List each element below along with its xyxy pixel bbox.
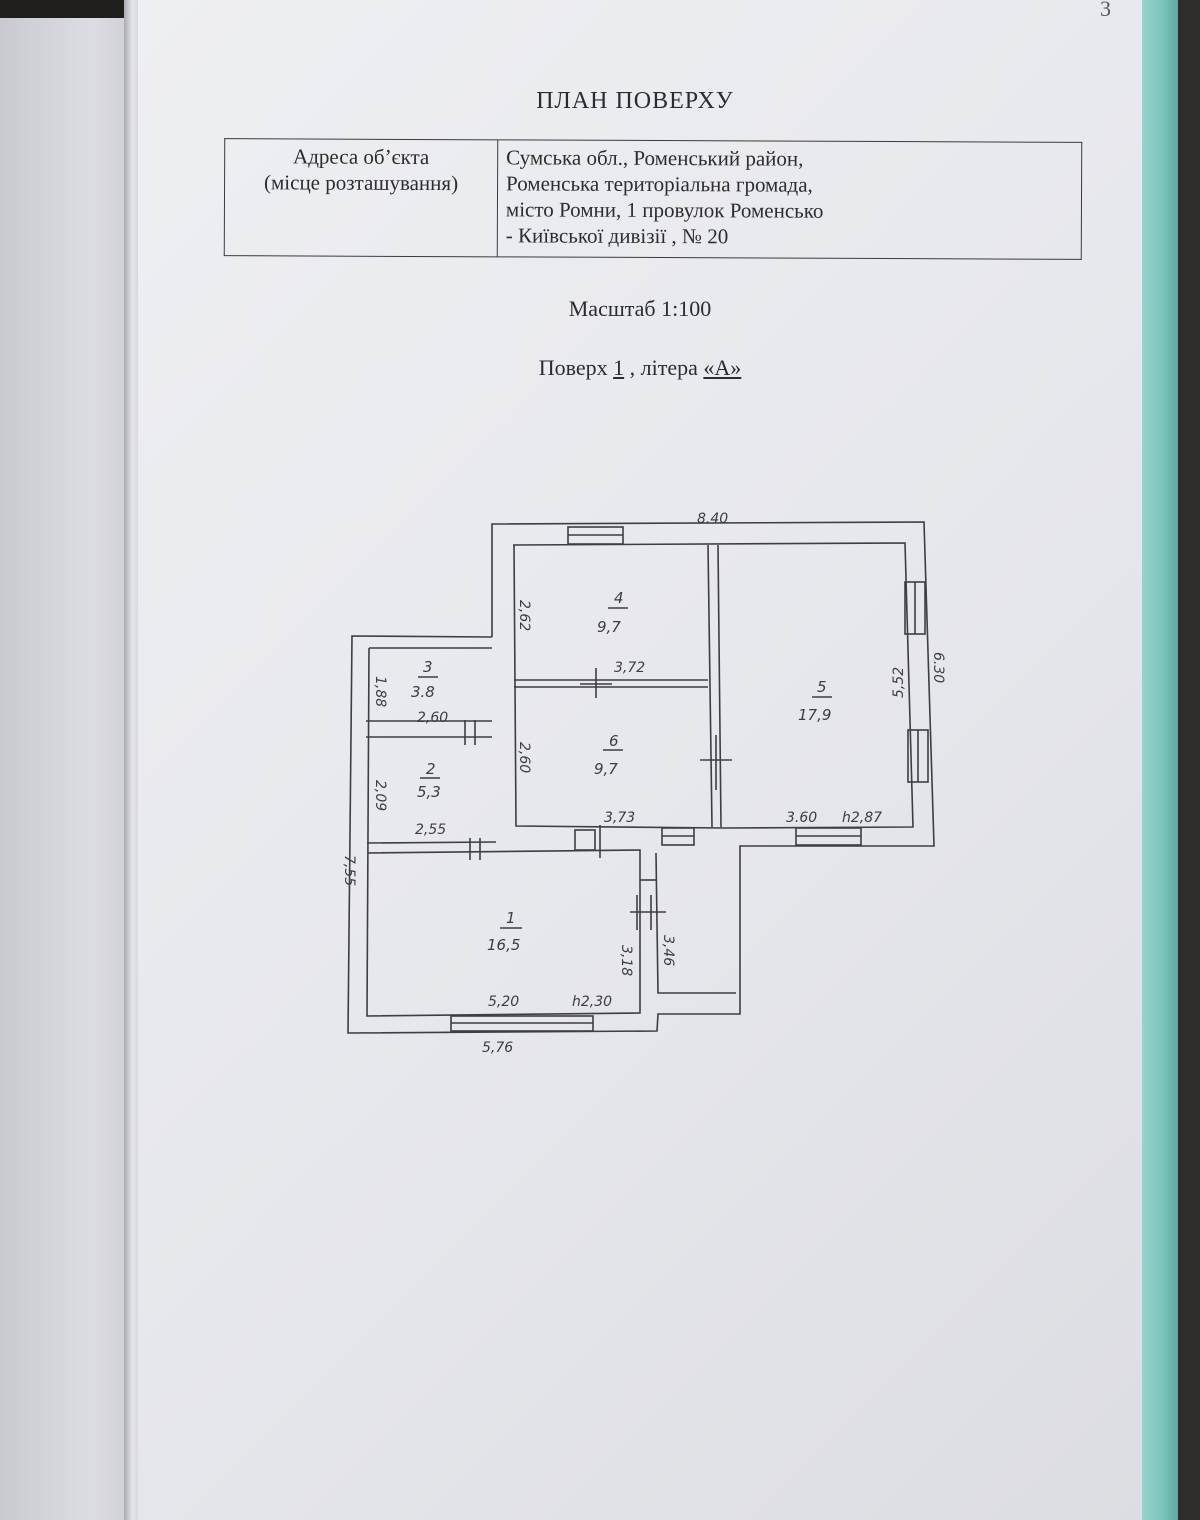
dimension-room6-height: 2,60 — [516, 742, 532, 773]
dimension-room6-width: 3,73 — [604, 810, 635, 826]
room-number: 1 — [506, 909, 516, 927]
window — [574, 829, 596, 851]
inner-wall — [655, 852, 736, 994]
floor-line: Поверх 1 , літера «А» — [440, 355, 840, 381]
dimension-room5-height: 5,52 — [891, 667, 907, 698]
dimension-room5-ceiling: h2,87 — [842, 810, 882, 826]
dimension-left-height: 7,55 — [341, 855, 357, 886]
room-area: 9,7 — [594, 760, 618, 778]
dimension-room5-width: 3.60 — [786, 810, 817, 826]
room-number: 5 — [817, 678, 827, 696]
cover-edge — [1138, 0, 1178, 1520]
floor-separator: , літера — [629, 355, 698, 380]
dimension-room3-height: 1,88 — [372, 676, 388, 707]
room-area: 5,3 — [417, 783, 441, 801]
floor-letter: «А» — [703, 355, 742, 380]
dimension-porch-height: 3,46 — [660, 935, 676, 966]
room-number: 3 — [423, 658, 433, 676]
outer-wall — [347, 521, 935, 1034]
room-area: 17,9 — [798, 706, 831, 724]
inner-wall — [512, 542, 914, 829]
dimension-right-height: 6.30 — [930, 652, 946, 683]
dimension-room1-height: 3,18 — [618, 945, 634, 976]
dimension-room1-width: 5,20 — [488, 994, 519, 1010]
dimension-room4-height: 2,62 — [516, 600, 532, 631]
inner-wall — [366, 841, 497, 844]
dimension-room1-ceiling: h2,30 — [572, 994, 612, 1010]
left-page — [0, 0, 130, 1520]
room-number: 4 — [614, 589, 624, 607]
inner-wall — [366, 647, 641, 1017]
room-area: 9,7 — [597, 618, 621, 636]
floor-number: 1 — [613, 355, 625, 380]
dimension-room2-width: 2,55 — [415, 822, 446, 838]
left-page-shadow — [0, 0, 140, 18]
page-number: 3 — [1100, 0, 1111, 21]
dimension-room2-height: 2,09 — [372, 780, 388, 811]
room-area: 16,5 — [487, 936, 520, 954]
book-spine — [124, 0, 138, 1520]
room-number: 6 — [609, 732, 619, 750]
document-page — [134, 0, 1142, 1520]
dimension-room3-width: 2,60 — [417, 710, 448, 726]
inner-wall — [717, 544, 722, 828]
dimension-room4-width: 3,72 — [614, 660, 645, 676]
dimension-bottom-width: 5,76 — [482, 1040, 513, 1056]
room-area: 3.8 — [411, 683, 435, 701]
inner-wall — [707, 544, 713, 828]
floor-prefix: Поверх — [538, 355, 608, 380]
page-title: ПЛАН ПОВЕРХУ — [536, 88, 734, 114]
scale-label: Масштаб 1:100 — [568, 296, 712, 321]
room-number: 2 — [426, 760, 436, 778]
dimension-top-width: 8.40 — [697, 511, 728, 527]
